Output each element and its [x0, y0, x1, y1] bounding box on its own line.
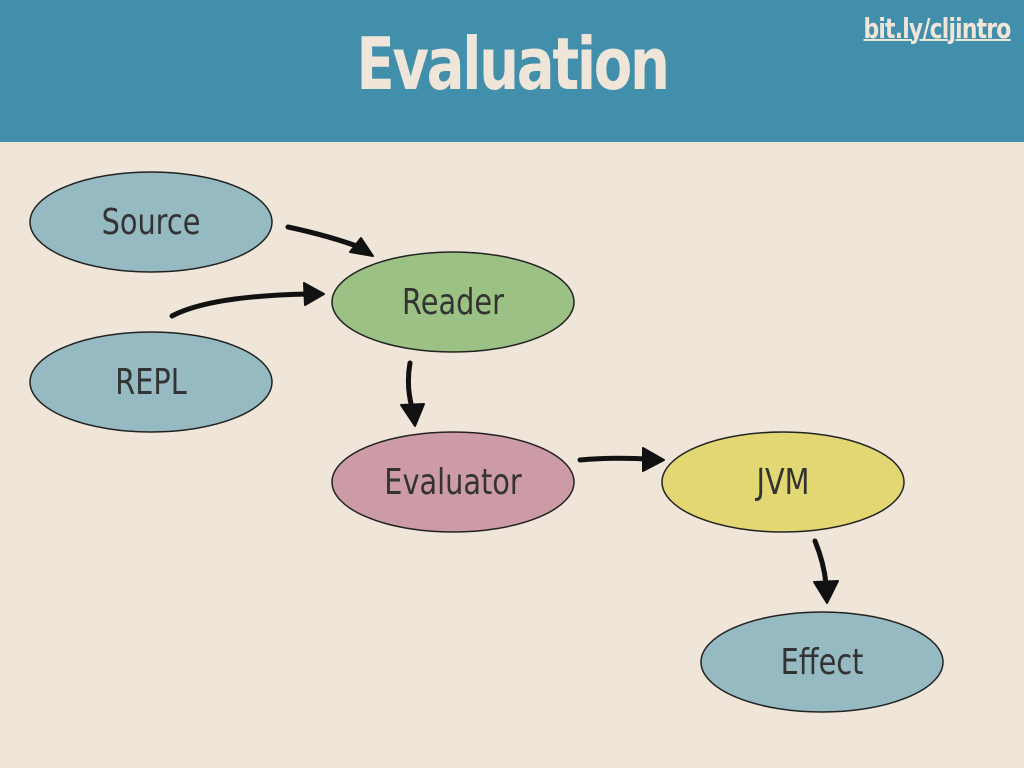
edge-evaluator-to-jvm — [577, 447, 665, 472]
edge-repl-to-reader — [169, 282, 325, 319]
node-repl-shape — [29, 331, 273, 433]
node-repl: REPL — [29, 331, 273, 433]
node-source: Source — [29, 171, 273, 273]
edge-source-to-reader-line — [285, 224, 365, 251]
node-reader-shape — [331, 251, 575, 353]
edge-evaluator-to-jvm-line — [577, 455, 649, 463]
node-repl-label: REPL — [115, 361, 187, 403]
edge-reader-to-evaluator-line — [405, 360, 415, 411]
node-reader-label: Reader — [402, 281, 504, 323]
node-effect-shape — [700, 611, 944, 713]
edge-repl-to-reader-line — [169, 291, 311, 319]
node-evaluator-shape — [331, 431, 575, 533]
short-link[interactable]: bit.ly/cljintro — [862, 12, 1011, 45]
node-jvm-shape — [661, 431, 905, 533]
edge-jvm-to-effect-arrowhead — [813, 580, 839, 604]
edge-reader-to-evaluator — [400, 360, 425, 427]
header-bar: Evaluation bit.ly/cljintro — [0, 0, 1024, 142]
node-evaluator: Evaluator — [331, 431, 575, 533]
node-jvm: JVM — [661, 431, 905, 533]
node-effect: Effect — [700, 611, 944, 713]
edge-jvm-to-effect — [812, 538, 839, 604]
node-jvm-label: JVM — [755, 461, 810, 503]
edge-source-to-reader — [285, 224, 374, 257]
node-reader: Reader — [331, 251, 575, 353]
node-evaluator-label: Evaluator — [384, 461, 522, 503]
node-source-shape — [29, 171, 273, 273]
edge-jvm-to-effect-line — [812, 538, 829, 587]
page-title: Evaluation — [356, 22, 670, 106]
edge-source-to-reader-arrowhead — [349, 237, 374, 257]
node-source-label: Source — [102, 201, 201, 243]
edge-evaluator-to-jvm-arrowhead — [642, 447, 665, 472]
node-effect-label: Effect — [781, 641, 864, 683]
edge-reader-to-evaluator-arrowhead — [400, 403, 425, 427]
edge-repl-to-reader-arrowhead — [303, 282, 325, 306]
